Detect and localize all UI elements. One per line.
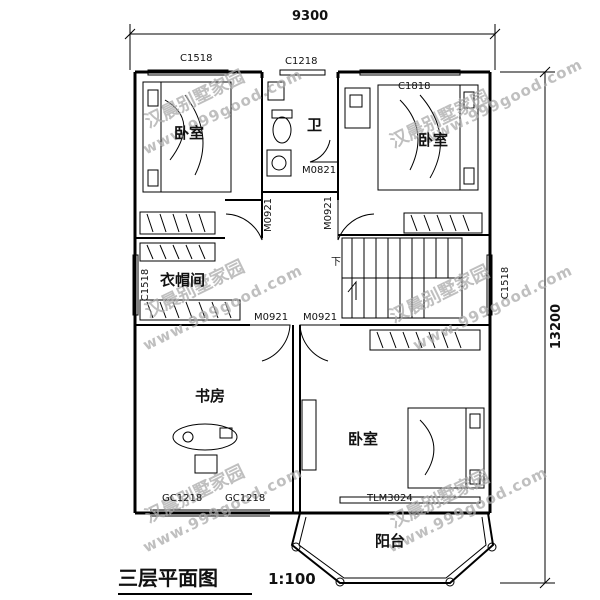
interior-walls	[135, 72, 490, 513]
window-code-c1818: C1818	[398, 81, 431, 92]
bed-northwest	[142, 81, 232, 193]
bathroom-fixtures	[266, 81, 293, 177]
door-swings	[225, 139, 375, 362]
door-code-m0921-left: M0921	[263, 197, 275, 233]
room-label-study: 书房	[195, 387, 226, 405]
exterior-walls	[133, 70, 492, 515]
door-code-m0921-study: M0921	[254, 312, 289, 323]
room-label-balcony: 阳台	[375, 532, 406, 550]
room-label-bathroom: 卫	[307, 116, 323, 134]
room-label-closet: 衣帽间	[160, 271, 206, 289]
closets	[139, 211, 483, 351]
room-label-bedroom-northwest: 卧室	[174, 124, 205, 142]
room-label-bedroom-southeast: 卧室	[348, 430, 379, 448]
window-code-gc1218-b: GC1218	[225, 493, 266, 504]
study-furniture	[172, 423, 238, 474]
door-code-tlm3024: TLM3024	[367, 493, 413, 504]
drawing-title: 三层平面图	[118, 566, 218, 590]
windows	[132, 69, 493, 517]
window-code-c1518-top: C1518	[180, 53, 213, 64]
window-code-c1518-left: C1518	[140, 268, 152, 302]
overall-height-dimension: 13200	[549, 303, 565, 350]
window-code-c1218-top: C1218	[285, 56, 318, 67]
drawing-scale: 1:100	[268, 570, 316, 588]
door-code-m0821: M0821	[302, 165, 337, 176]
bed-southeast	[301, 399, 485, 504]
window-code-gc1218-a: GC1218	[162, 493, 203, 504]
room-label-bedroom-northeast: 卧室	[418, 131, 449, 149]
overall-width-dimension: 9300	[292, 9, 329, 24]
stair-down-label: 下	[331, 257, 341, 268]
door-code-m0921-right: M0921	[323, 195, 335, 231]
bed-northeast	[344, 84, 479, 191]
door-code-m0921-bedroom: M0921	[303, 312, 338, 323]
dimension-lines	[124, 24, 555, 589]
stairs	[341, 237, 463, 319]
window-code-c1518-right: C1518	[500, 266, 512, 300]
balcony	[290, 512, 497, 587]
